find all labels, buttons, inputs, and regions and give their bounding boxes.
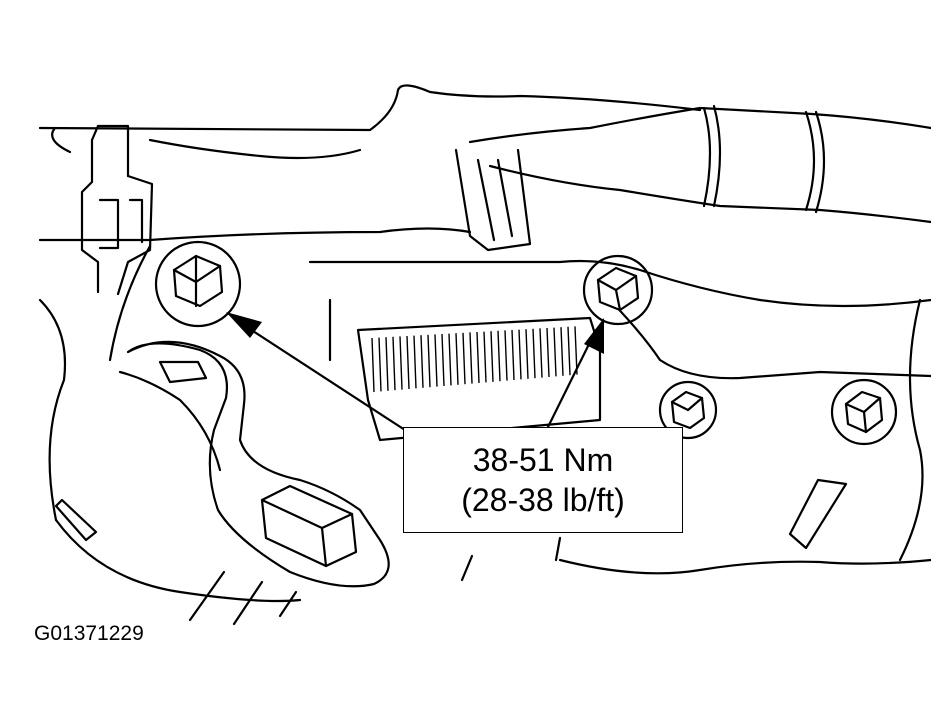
plate-hatch-line	[574, 326, 578, 375]
coolant-hose	[468, 104, 931, 224]
plate-hatch-line	[406, 335, 410, 390]
plate-hatch-line	[427, 334, 431, 388]
plate-hatch-line	[455, 333, 459, 385]
center-bolt	[582, 254, 654, 326]
plate-hatch-line	[504, 330, 508, 381]
plate-hatch-line	[448, 333, 452, 386]
leader-left	[226, 312, 407, 432]
leader-center	[546, 318, 604, 429]
tube-clamp	[80, 124, 154, 296]
plate-hatch-line	[525, 329, 529, 379]
plate-hatch-line	[567, 326, 571, 376]
torque-nm: 38-51 Nm	[472, 442, 614, 478]
figure-id: G01371229	[34, 622, 144, 645]
torque-callout: 38-51 Nm (28-38 lb/ft)	[403, 427, 683, 533]
plate-hatch-line	[490, 331, 494, 382]
plate-hatch-line	[392, 336, 396, 391]
right-bolt-1	[658, 380, 718, 440]
plate-hatch-line	[434, 334, 438, 387]
plate-hatch-line	[518, 329, 522, 380]
plate-hatch-line	[385, 337, 389, 391]
center-bracket	[454, 148, 532, 252]
plate-hatch-line	[413, 335, 417, 389]
hex-nut	[260, 484, 358, 568]
lower-details	[54, 478, 848, 626]
housing-outline	[38, 244, 931, 603]
plate-hatch-line	[371, 337, 375, 393]
right-bolt-2	[830, 378, 898, 446]
plate-hatch-line	[539, 328, 543, 378]
plate-hatch-line	[441, 333, 445, 387]
plate-hatch-line	[483, 331, 487, 383]
plate-hatch-line	[378, 337, 382, 392]
plate-hatch-line	[546, 327, 550, 378]
plate-hatch-line	[462, 332, 466, 385]
upper-crossmember	[38, 84, 702, 242]
torque-lbft: (28-38 lb/ft)	[461, 482, 625, 518]
plate-hatch-line	[553, 327, 557, 377]
plate-hatch-line	[469, 332, 473, 384]
id-plate	[356, 316, 602, 442]
plate-hatch-line	[476, 331, 480, 384]
left-bolt	[154, 240, 242, 328]
plate-hatch-line	[532, 328, 536, 379]
plate-hatch-line	[420, 335, 424, 388]
plate-hatch-line	[399, 336, 403, 390]
plate-hatch-line	[560, 327, 564, 376]
plate-hatch-line	[511, 329, 515, 381]
plate-hatch-line	[497, 330, 501, 382]
